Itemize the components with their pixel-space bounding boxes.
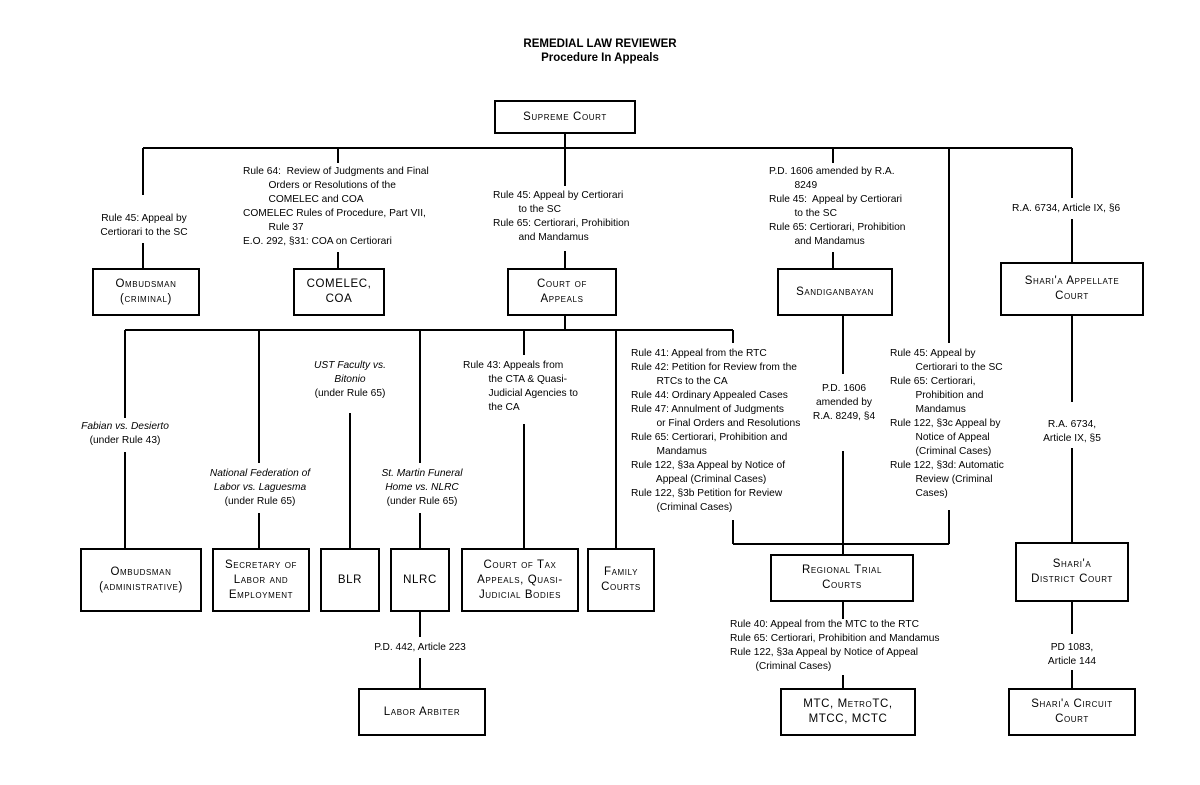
edge-label-bitonio-rule: (under Rule 65) [314,388,386,399]
edge-label-sharia-circuit: PD 1083, Article 144 [1047,642,1097,667]
edge-label-laguesma-rule: (under Rule 65) [224,496,296,507]
page-subtitle: Procedure In Appeals [541,52,659,64]
edge-label-sharia-appellate: R.A. 6734, Article IX, §6 [1012,203,1121,214]
node-regional-trial-courts: Regional Trial Courts [770,554,914,602]
node-comelec-coa: COMELEC, COA [293,268,385,316]
node-ombudsman-administrative: Ombudsman (administrative) [80,548,202,612]
edge-label-fabian-rule: (under Rule 43) [89,435,161,446]
edge-label-laguesma-case: National Federation of Labor vs. Laguesm… [209,468,311,493]
node-mtc: MTC, MetroTC, MTCC, MCTC [780,688,916,736]
edge-label-court-of-tax-appeals: Rule 43: Appeals from the CTA & Quasi- J… [463,360,578,413]
page-title: REMEDIAL LAW REVIEWER [523,38,677,50]
node-family-courts: Family Courts [587,548,655,612]
edge-label-rtc-to-ca: Rule 41: Appeal from the RTC Rule 42: Pe… [631,348,801,513]
edge-label-bitonio-case: UST Faculty vs. Bitonio [314,360,386,385]
node-nlrc: NLRC [390,548,450,612]
edge-label-st-martin-rule: (under Rule 65) [386,496,458,507]
node-secretary-of-labor: Secretary of Labor and Employment [212,548,310,612]
edge-label-sharia-district: R.A. 6734, Article IX, §5 [1043,419,1101,444]
node-sharia-appellate-court: Shari'a Appellate Court [1000,262,1144,316]
node-court-of-appeals: Court of Appeals [507,268,617,316]
node-labor-arbiter: Labor Arbiter [358,688,486,736]
node-sandiganbayan: Sandiganbayan [777,268,893,316]
edge-label-ombudsman-criminal: Rule 45: Appeal by Certiorari to the SC [100,213,188,238]
node-sharia-district-court: Shari'a District Court [1015,542,1129,602]
edge-label-fabian-case: Fabian vs. Desierto [81,421,169,432]
edge-label-rtc-to-sandiganbayan: P.D. 1606 amended by R.A. 8249, §4 [812,383,876,422]
node-sharia-circuit-court: Shari'a Circuit Court [1008,688,1136,736]
edge-label-sandiganbayan: P.D. 1606 amended by R.A. 8249 Rule 45: … [769,166,906,247]
edge-label-st-martin-case: St. Martin Funeral Home vs. NLRC [381,468,463,493]
node-ombudsman-criminal: Ombudsman (criminal) [92,268,200,316]
edge-label-court-of-appeals: Rule 45: Appeal by Certiorari to the SC … [493,190,630,243]
node-court-of-tax-appeals: Court of Tax Appeals, Quasi- Judicial Bo… [461,548,579,612]
edge-label-comelec-coa: Rule 64: Review of Judgments and Final O… [243,166,429,247]
node-supreme-court: Supreme Court [494,100,636,134]
edge-label-mtc: Rule 40: Appeal from the MTC to the RTC … [730,619,940,672]
node-blr: BLR [320,548,380,612]
edge-label-rtc-to-sc: Rule 45: Appeal by Certiorari to the SC … [890,348,1004,499]
edge-label-labor-arbiter: P.D. 442, Article 223 [374,642,466,653]
